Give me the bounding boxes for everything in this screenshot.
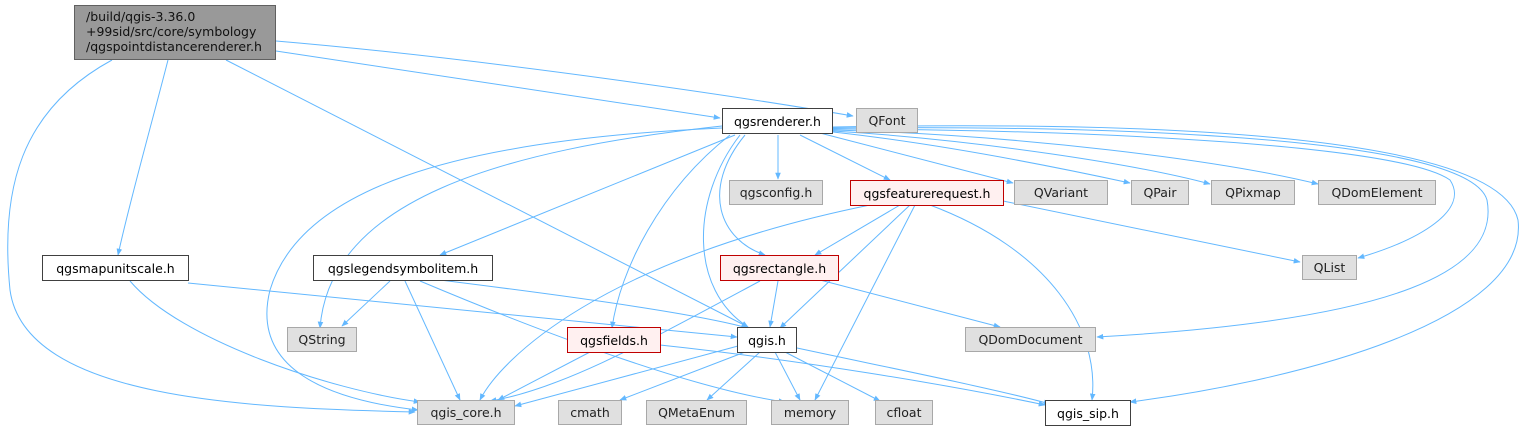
edge-renderer-qpixmap: [832, 130, 1211, 186]
edge-root-qgis_core: [7, 59, 416, 415]
edge-root-qgis: [225, 59, 749, 328]
edge-renderer-qgsfeaturerequest: [799, 134, 891, 181]
node-qgsfeaturerequest[interactable]: qgsfeaturerequest.h: [850, 180, 1004, 206]
edge-qgis-cmath: [619, 351, 746, 401]
edge-renderer-qgis_core: [266, 127, 723, 413]
edge-fields-qgis_core: [497, 351, 591, 401]
edge-renderer-qgsfields: [610, 134, 731, 329]
node-qstring: QString: [287, 327, 357, 352]
edge-root-qgsmapunitscale: [116, 59, 169, 256]
node-qdomelement: QDomElement: [1318, 180, 1436, 205]
node-qfont: QFont: [856, 108, 918, 133]
node-qpair: QPair: [1131, 180, 1189, 205]
edge-renderer-qdomelement: [832, 129, 1319, 186]
root-path-line-3: /qgspointdistancerenderer.h: [86, 39, 262, 54]
edge-featurerequest-qlist: [1002, 200, 1301, 264]
edge-legend-qgis: [439, 279, 749, 330]
node-qpixmap: QPixmap: [1211, 180, 1295, 205]
node-qgis-sip[interactable]: qgis_sip.h: [1045, 400, 1131, 426]
edge-root-qgsrenderer: [275, 50, 721, 120]
edge-renderer-qdomdocument: [832, 127, 1489, 340]
edge-qgis-memory: [774, 351, 801, 401]
edge-renderer-qstring: [317, 125, 723, 329]
node-qgis-core: qgis_core.h: [417, 400, 515, 425]
edge-qgis-qmetaenum: [706, 351, 761, 401]
edge-root-qfont: [275, 40, 854, 118]
edge-qgis-cfloat: [784, 351, 881, 402]
node-qgsmapunitscale[interactable]: qgsmapunitscale.h: [42, 255, 189, 281]
edge-qgis-qgis_sip: [796, 347, 1051, 405]
node-cfloat: cfloat: [875, 400, 933, 425]
edge-rectangle-qdomdocument: [819, 279, 1001, 329]
root-file-node[interactable]: /build/qgis-3.36.0 +99sid/src/core/symbo…: [74, 5, 276, 60]
edge-featurerequest-qgis: [779, 204, 911, 329]
edge-legend-qgis_core: [404, 280, 461, 401]
edge-legend-memory: [419, 280, 786, 404]
root-path-line-1: /build/qgis-3.36.0: [86, 9, 196, 24]
edge-renderer-qgsrectangle: [719, 134, 766, 256]
edge-mapunitscale-qgis_core: [129, 280, 421, 404]
node-qgsrenderer[interactable]: qgsrenderer.h: [722, 108, 833, 134]
node-qgis[interactable]: qgis.h: [737, 327, 797, 353]
edge-featurerequest-memory: [814, 204, 916, 401]
node-memory: memory: [771, 400, 849, 425]
edge-renderer-qpair: [832, 131, 1131, 185]
node-qvariant: QVariant: [1014, 180, 1108, 205]
node-qgsconfig: qgsconfig.h: [729, 180, 823, 205]
edge-renderer-qgis_sip: [832, 125, 1519, 404]
node-cmath: cmath: [558, 400, 622, 425]
root-path-line-2: +99sid/src/core/symbology: [86, 24, 257, 39]
node-qlist: QList: [1302, 255, 1357, 280]
node-qgsrectangle[interactable]: qgsrectangle.h: [720, 255, 839, 281]
edge-renderer-qlist: [832, 128, 1455, 259]
edge-rectangle-qgis_core: [489, 280, 761, 403]
edge-featurerequest-qgis_sip: [929, 204, 1096, 401]
edge-renderer-qgis: [703, 134, 749, 328]
edge-featurerequest-qgsrectangle: [814, 204, 901, 256]
edge-fields-qgis_sip: [659, 344, 1046, 407]
edge-rectangle-qgis: [768, 280, 779, 328]
node-qgsfields[interactable]: qgsfields.h: [567, 327, 661, 353]
edge-qgis-qgis_core: [514, 345, 739, 408]
edge-featurerequest-qgis_core: [479, 204, 871, 401]
edge-legend-qstring: [341, 280, 391, 327]
node-qgslegendsymbolitem[interactable]: qgslegendsymbolitem.h: [313, 255, 493, 281]
node-qdomdocument: QDomDocument: [965, 327, 1096, 352]
node-qmetaenum: QMetaEnum: [646, 400, 747, 425]
edge-renderer-qvariant: [819, 132, 1014, 185]
edge-renderer-qgslegendsymbolitem: [439, 134, 736, 256]
